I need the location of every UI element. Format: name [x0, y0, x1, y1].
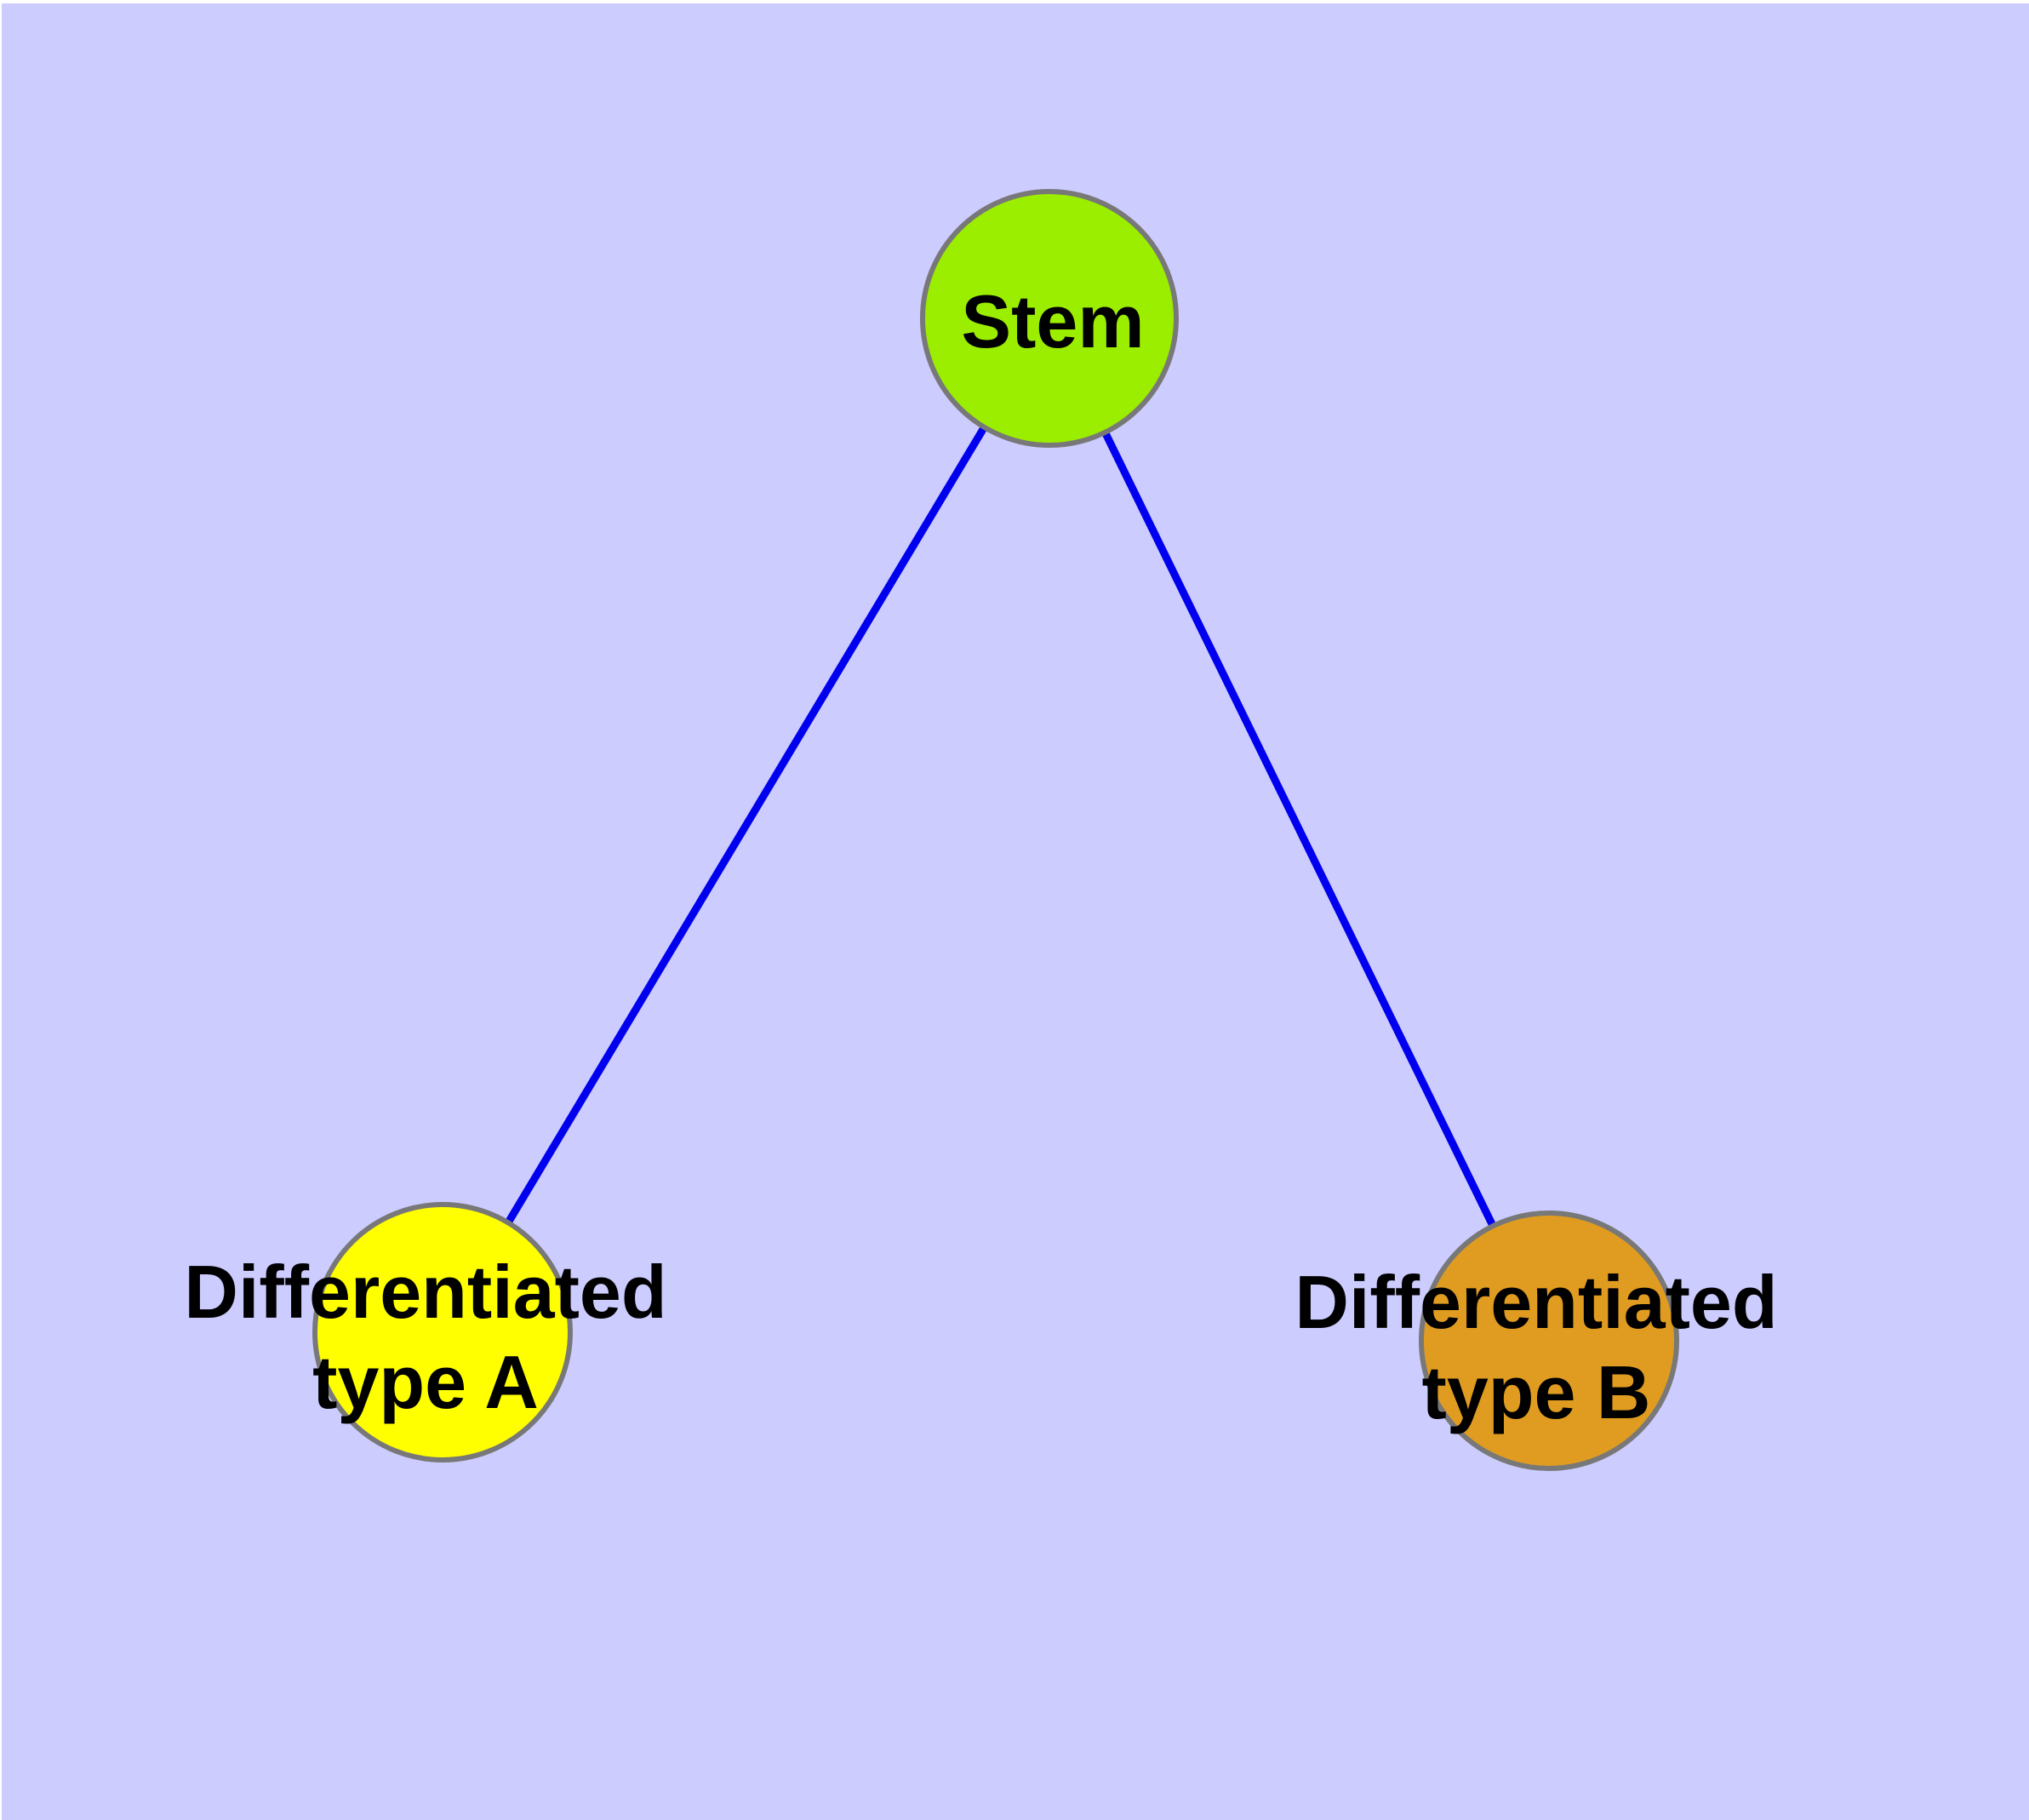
label-differentiated-type-b-line1: Differentiated: [1295, 1260, 1777, 1344]
label-differentiated-type-a-line1: Differentiated: [184, 1250, 666, 1334]
edges: [439, 316, 1553, 1342]
label-stem: Stem: [961, 279, 1144, 363]
node-differentiated-type-a: [312, 1202, 573, 1462]
label-differentiated-type-b-line2: type B: [1422, 1350, 1651, 1434]
node-stem: [920, 189, 1179, 448]
edge-stem-to-type-a: [439, 316, 1053, 1335]
edge-stem-to-type-b: [1045, 317, 1553, 1342]
nodes: [312, 189, 1679, 1471]
label-differentiated-type-a-line2: type A: [312, 1340, 539, 1424]
node-labels: Stem Differentiated type A Differentiate…: [184, 279, 1777, 1434]
node-differentiated-type-b: [1419, 1210, 1679, 1471]
